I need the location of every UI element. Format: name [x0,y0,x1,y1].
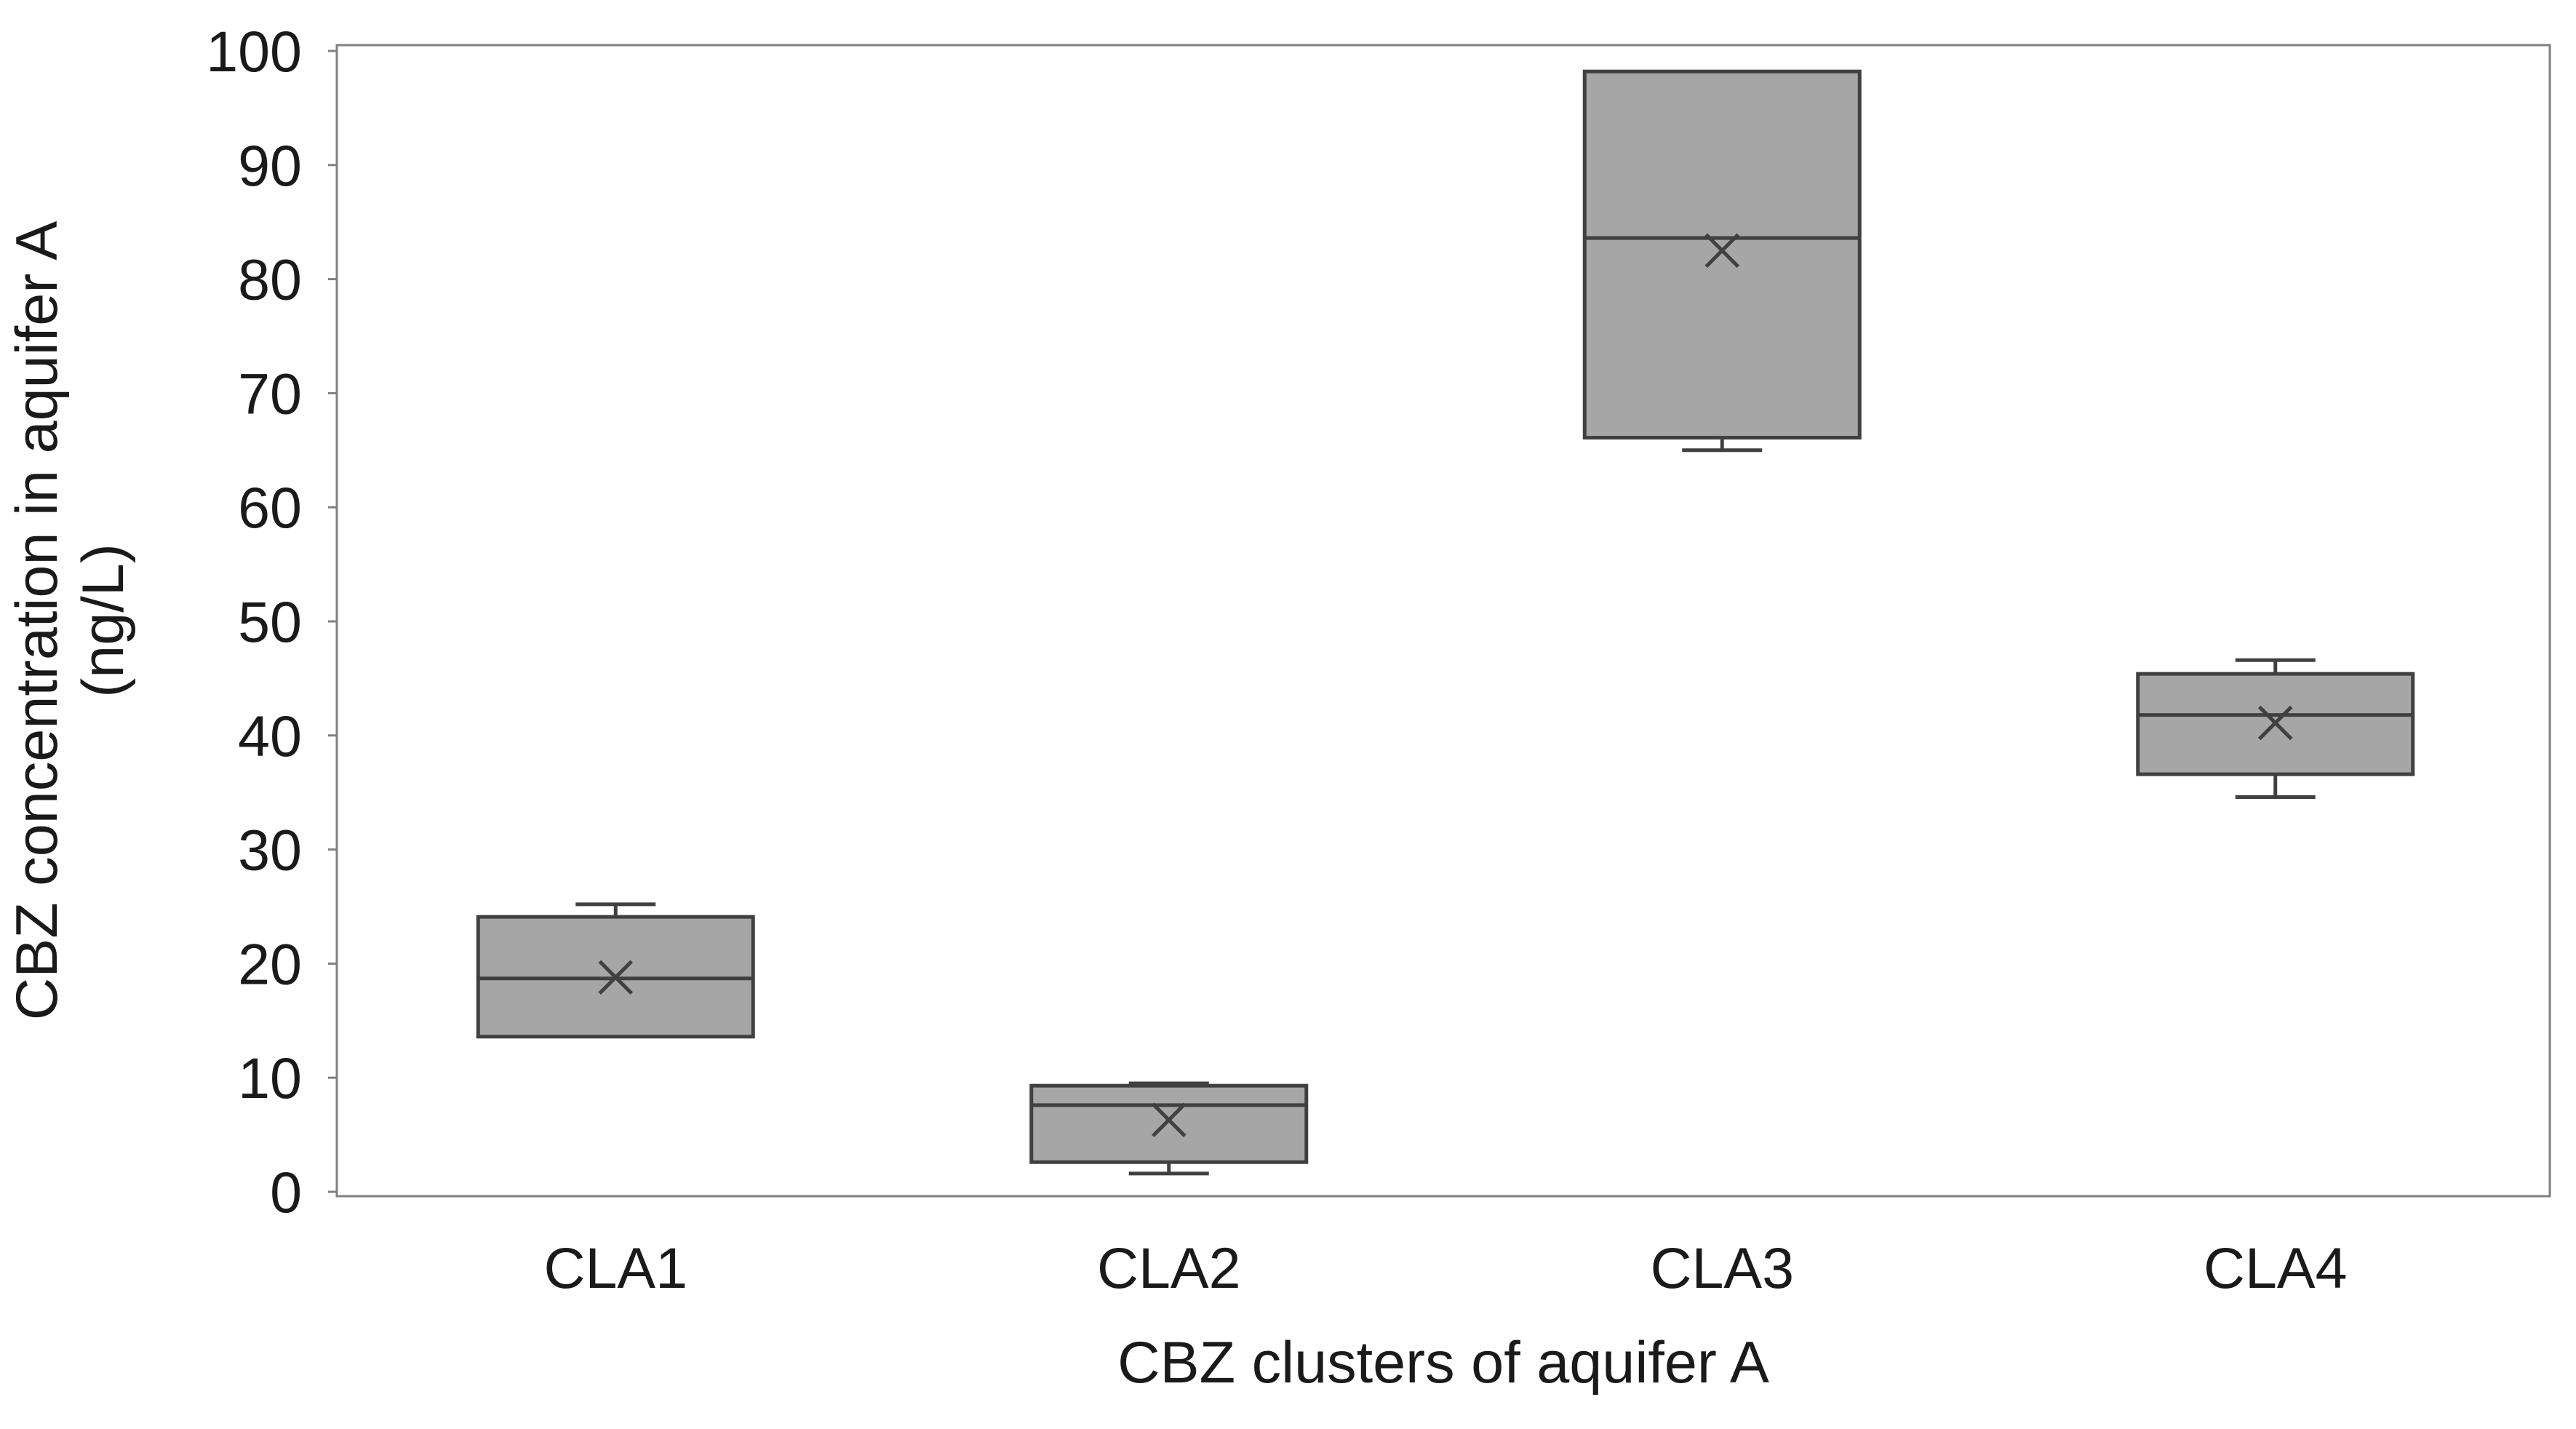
interquartile-box [1029,1083,1309,1164]
y-tick-label: 20 [238,931,302,996]
mean-marker [1704,233,1740,268]
y-tick-label: 100 [206,19,302,84]
y-tick-label: 60 [238,475,302,540]
mean-marker [2257,705,2293,741]
x-tick-label: CLA2 [1097,1235,1241,1300]
y-tick-label: 10 [238,1046,302,1110]
interquartile-box [1582,69,1862,440]
x-axis-label: CBZ clusters of aquifer A [1117,1330,1769,1396]
x-tick-label: CLA3 [1650,1235,1794,1300]
y-tick-label: 0 [270,1160,302,1225]
x-tick-label: CLA1 [543,1235,687,1300]
box-cla2 [1029,1081,1309,1176]
y-axis: 0 10 20 30 40 50 60 70 80 90 100 [206,19,337,1225]
box-cla3 [1582,69,1862,453]
x-tick-label: CLA4 [2204,1235,2348,1300]
y-tick-label: 40 [238,704,302,768]
y-tick-label: 70 [238,361,302,426]
mean-marker [598,960,634,995]
box-cla4 [2136,658,2415,799]
box-cla1 [476,902,755,1039]
y-tick-label: 80 [238,247,302,312]
x-axis: CLA1 CLA2 CLA3 CLA4 [543,1235,2347,1300]
y-axis-label-line-2: (ng/L) [71,544,136,698]
y-tick-label: 50 [238,589,302,654]
y-axis-label: CBZ concentration in aquifer A (ng/L) [4,221,136,1021]
y-tick-label: 30 [238,818,302,883]
mean-marker [1151,1102,1187,1137]
y-tick-label: 90 [238,133,302,198]
y-axis-label-line-1: CBZ concentration in aquifer A [4,221,70,1021]
box-series [476,69,2415,1176]
